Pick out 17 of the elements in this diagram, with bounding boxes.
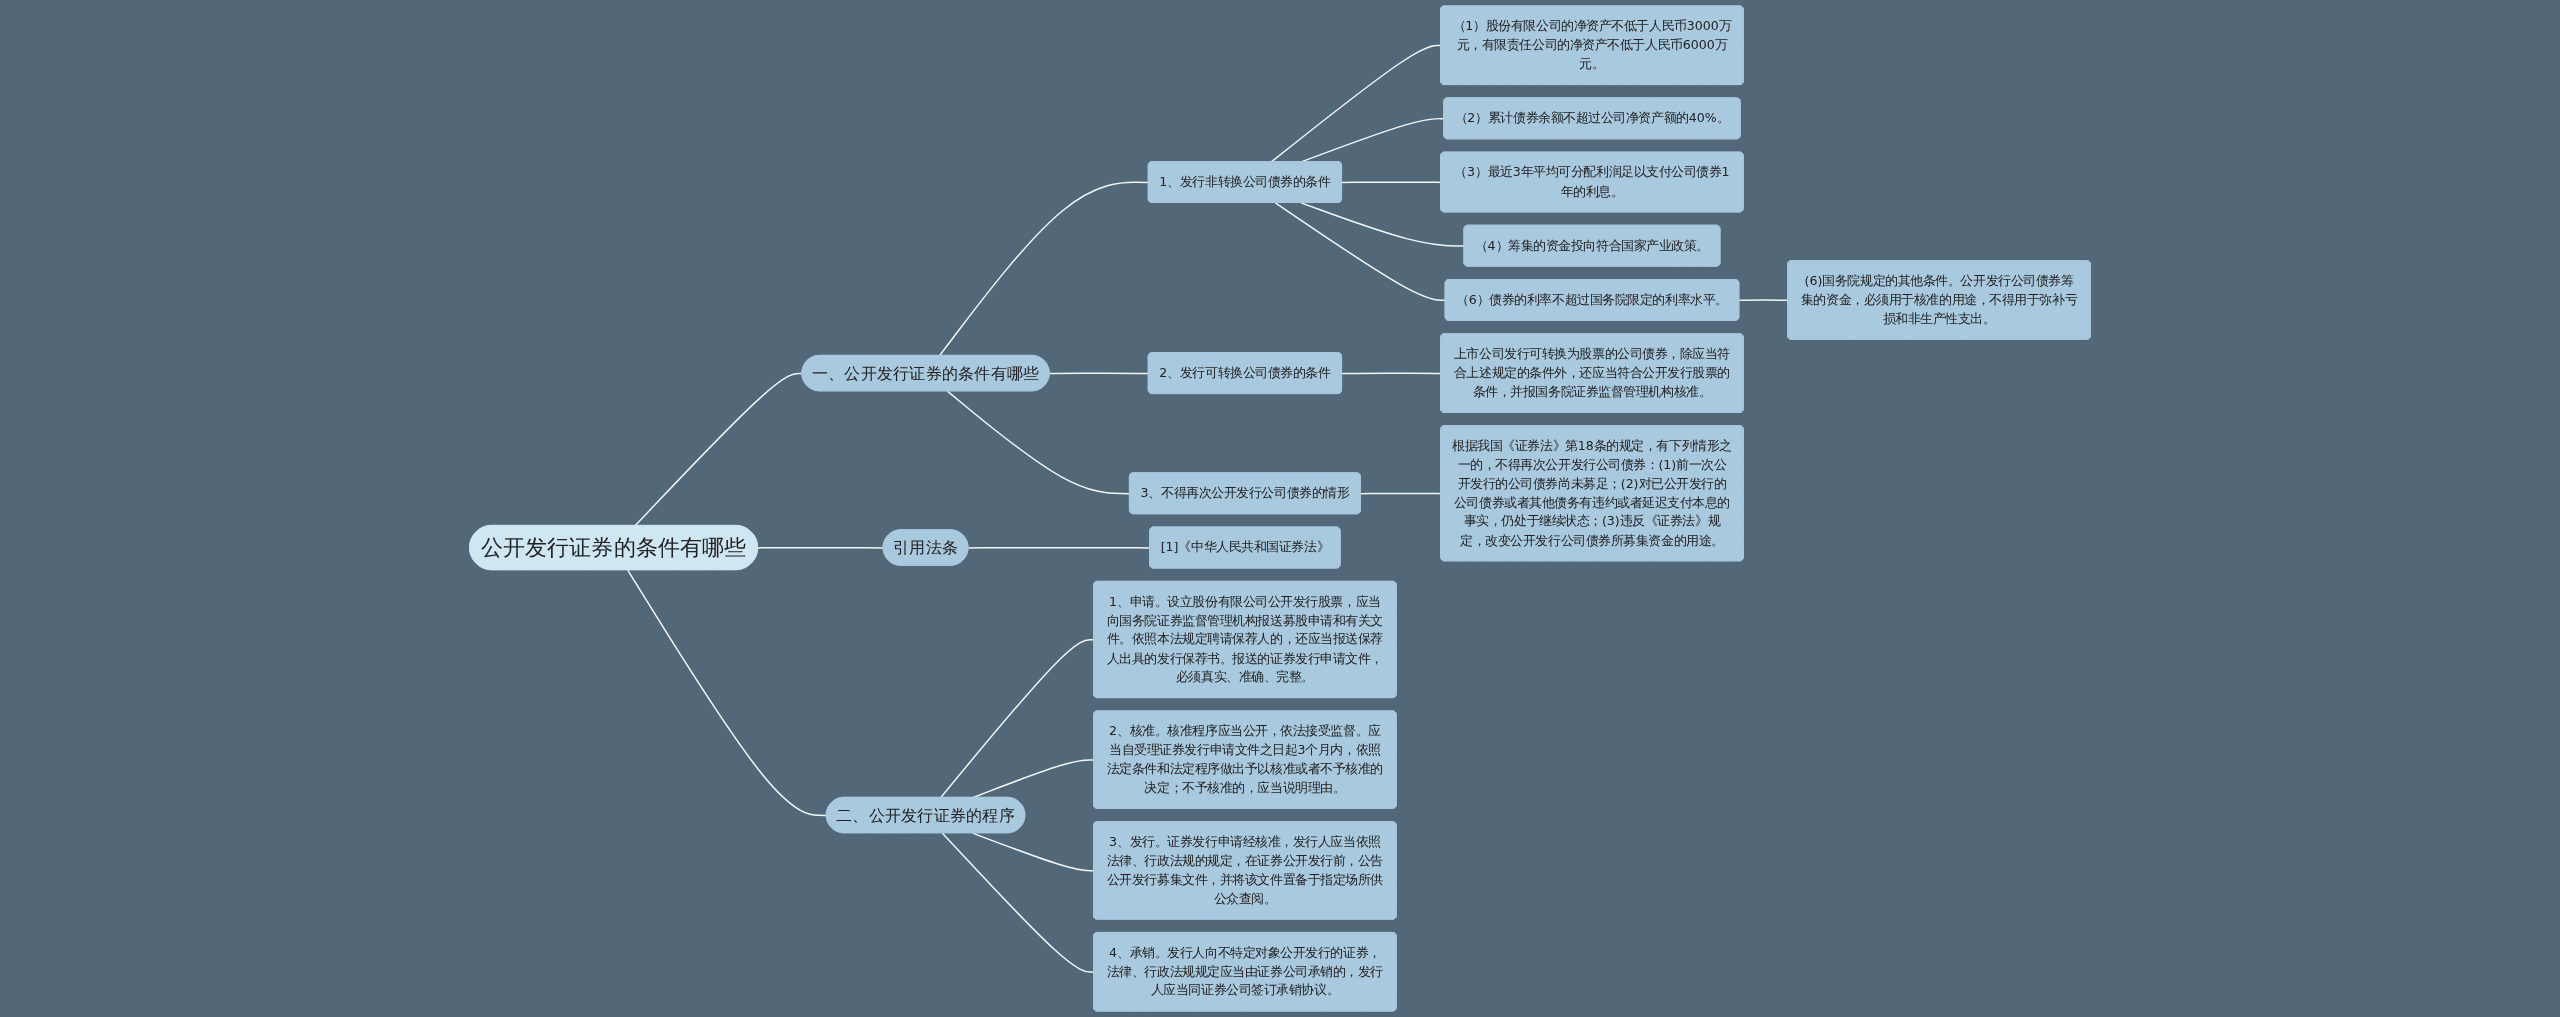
connector (757, 546, 885, 549)
connector (634, 372, 803, 527)
connector (967, 546, 1151, 549)
connector (1360, 492, 1442, 495)
connector (1048, 372, 1150, 375)
connector (626, 569, 828, 817)
connector (1341, 372, 1442, 375)
connector (971, 832, 1095, 872)
connector (946, 390, 1131, 495)
connector (1274, 202, 1447, 302)
connector (1341, 181, 1442, 184)
connector (1300, 202, 1465, 247)
connector (938, 181, 1150, 357)
connector (1270, 44, 1442, 163)
connector (939, 639, 1095, 799)
connector (1738, 299, 1789, 302)
connector (941, 832, 1095, 973)
